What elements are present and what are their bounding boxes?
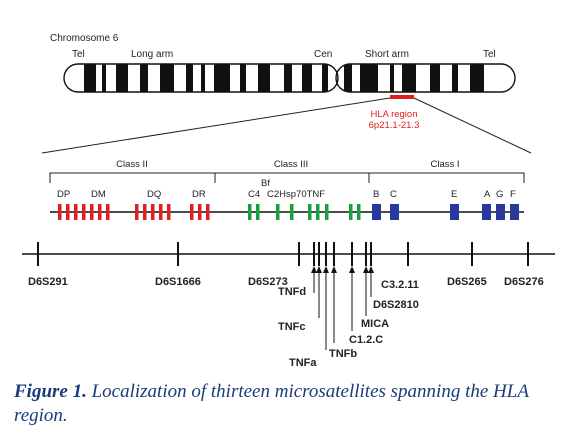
class-brackets [49,172,525,183]
marker-tnfb: TNFb [329,348,357,360]
marker-d6s273: D6S273 [248,276,288,288]
class-i-genes [372,204,519,220]
class-iii-genes [248,204,361,220]
class-i-label: Class I [430,159,459,170]
class-ii-label: Class II [116,159,148,170]
zoom-line-right [413,97,532,154]
marker-d6s291: D6S291 [28,276,68,288]
marker-tnfa: TNFa [289,357,317,369]
short-arm-label: Short arm [365,49,409,60]
class-ii-genes [58,204,210,220]
marker-arrowheads [311,266,374,273]
marker-d6s2810: D6S2810 [373,299,419,311]
tel-left-label: Tel [72,49,85,60]
marker-d6s1666: D6S1666 [155,276,201,288]
gene-label-bf: Bf [261,178,270,189]
marker-d6s276: D6S276 [504,276,544,288]
gene-label-a: A [484,189,491,200]
marker-tnfd: TNFd [278,286,306,298]
gene-names: DP DM DQ DR Bf C4 C2Hsp70TNF B C E A G F [57,178,516,200]
marker-ticks [37,242,529,266]
zoom-line-left [41,97,391,154]
gene-label-e: E [451,189,457,200]
cen-label: Cen [314,49,332,60]
gene-label-c2hsp70tnf: C2Hsp70TNF [267,189,325,200]
gene-label-f: F [510,189,516,200]
chromosome-title: Chromosome 6 [50,33,119,44]
marker-tnfc: TNFc [278,321,306,333]
gene-label-g: G [496,189,503,200]
gene-label-dp: DP [57,189,70,200]
marker-mica: MICA [361,318,389,330]
gene-label-dr: DR [192,189,206,200]
tel-right-label: Tel [483,49,496,60]
hla-region-marker [390,95,414,99]
marker-pointers [313,272,372,350]
marker-names: D6S291 D6S1666 D6S273 C3.2.11 D6S265 D6S… [28,276,544,369]
gene-label-c4: C4 [248,189,260,200]
chromosome-ideogram [63,63,516,93]
gene-label-b: B [373,189,379,200]
class-iii-label: Class III [274,159,308,170]
long-arm-label: Long arm [131,49,173,60]
marker-c3-2-11: C3.2.11 [381,279,419,291]
gene-label-c: C [390,189,397,200]
gene-label-dm: DM [91,189,106,200]
gene-label-dq: DQ [147,189,161,200]
figure-caption-text: Localization of thirteen microsatellites… [14,381,529,426]
marker-d6s265: D6S265 [447,276,487,288]
marker-c1-2-c: C1.2.C [349,334,383,346]
hla-figure: Chromosome 6 Tel Long arm Cen Short arm … [22,33,555,369]
hla-region-label: HLA region [370,109,417,120]
hla-band-label: 6p21.1-21.3 [369,120,420,131]
figure-caption: Figure 1. Localization of thirteen micro… [14,380,570,428]
figure-caption-label: Figure 1. [14,381,87,402]
